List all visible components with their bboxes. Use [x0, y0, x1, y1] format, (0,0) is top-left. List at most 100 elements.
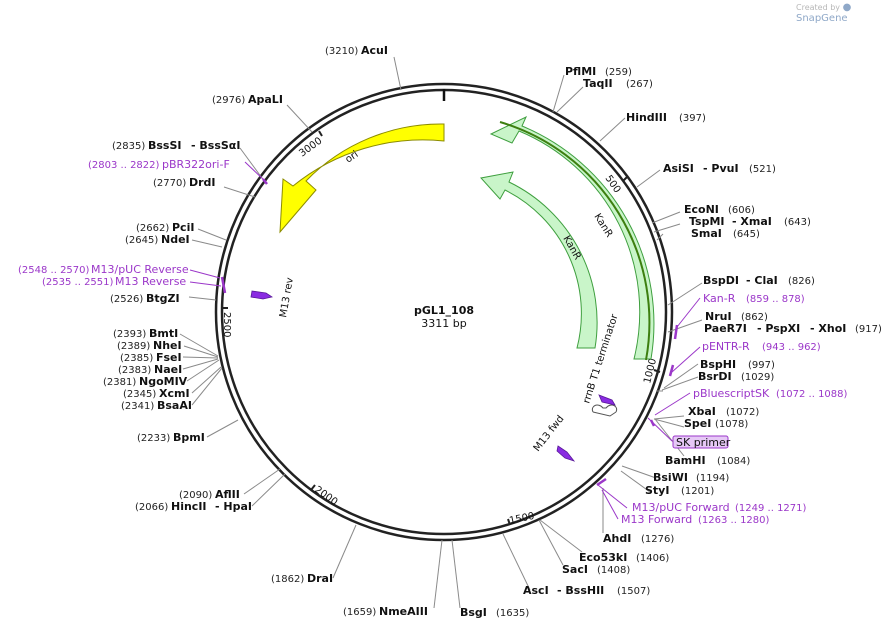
- leader-lines: [179, 56, 703, 609]
- primer-pbluescript-name: pBluescriptSK: [693, 387, 770, 400]
- feature-m13-fwd[interactable]: [556, 445, 576, 462]
- site-bamhi-pos: (1084): [717, 456, 750, 467]
- site-eco53ki-name: Eco53kI: [579, 551, 627, 564]
- site-bsrdi-pos: (1029): [741, 372, 774, 383]
- site-spei-pos: (1078): [715, 419, 748, 430]
- primer-m13-rev-name: M13 Reverse: [115, 275, 186, 288]
- snapgene-logo-icon: ●: [842, 2, 852, 13]
- site-asisi-alt: - PvuI: [703, 162, 739, 175]
- site-aflii-pos: (2090): [179, 490, 212, 501]
- feature-ori[interactable]: [279, 123, 445, 234]
- primer-m13puc-rev-name: M13/pUC Reverse: [91, 263, 189, 276]
- primer-pbr322-name: pBR322ori-F: [162, 158, 230, 171]
- site-btgzi-name: BtgZI: [146, 292, 180, 305]
- site-drai-name: DraI: [307, 572, 333, 585]
- site-bmti-name: BmtI: [149, 327, 178, 340]
- tick-mark: [507, 518, 511, 526]
- site-bsphi-pos: (997): [748, 360, 775, 371]
- feature-kanr-inner[interactable]: [480, 171, 598, 349]
- site-bsgi-name: BsgI: [460, 606, 487, 619]
- tick-label-1500: 1500: [508, 511, 535, 527]
- site-pflmi-name: PflMI: [565, 65, 596, 78]
- primer-m13puc-rev-pos: (2548 .. 2570): [18, 265, 90, 276]
- site-bamhi-name: BamHI: [665, 454, 706, 467]
- primer-pbr322-pos: (2803 .. 2822): [88, 160, 160, 171]
- feature-m13-rev[interactable]: [250, 290, 274, 300]
- site-econi-name: EcoNI: [684, 203, 719, 216]
- kanr-selection-outline: [499, 121, 651, 361]
- site-smai-name: SmaI: [691, 227, 722, 240]
- site-bpmi-pos: (2233): [137, 433, 170, 444]
- site-bsphi-name: BspHI: [700, 358, 736, 371]
- credit-text: Created by: [796, 3, 841, 12]
- site-styi-pos: (1201): [681, 486, 714, 497]
- primer-kanr-pos: (859 .. 878): [746, 294, 805, 305]
- site-acui-name: AcuI: [361, 44, 388, 57]
- site-bsrdi-name: BsrDI: [698, 370, 732, 383]
- site-aflii-name: AflII: [215, 488, 240, 501]
- site-ndei-name: NdeI: [161, 233, 190, 246]
- site-bspdi-pos: (826): [788, 276, 815, 287]
- site-nhei-name: NheI: [153, 339, 182, 352]
- site-hincii-name: HincII: [171, 500, 207, 513]
- tick-mark: [622, 176, 628, 182]
- site-paer7i-pos: (917): [855, 324, 882, 335]
- site-apali-pos: (2976): [212, 95, 245, 106]
- site-naei-name: NaeI: [154, 363, 182, 376]
- site-apali-name: ApaLI: [248, 93, 283, 106]
- tick-label-3000: 3000: [297, 136, 324, 160]
- site-spei-name: SpeI: [684, 417, 711, 430]
- site-nrui-pos: (862): [741, 312, 768, 323]
- site-asci-alt: - BssHII: [557, 584, 604, 597]
- primer-pentr-pos: (943 .. 962): [762, 342, 821, 353]
- site-hincii-alt: - HpaI: [215, 500, 252, 513]
- site-pcii-name: PciI: [172, 221, 194, 234]
- site-tspmi-name: TspMI: [689, 215, 725, 228]
- site-tspmi-pos: (643): [784, 217, 811, 228]
- site-paer7i-alt: - PspXI: [757, 322, 800, 335]
- tick-mark: [318, 130, 323, 137]
- site-paer7i-name: PaeR7I: [704, 322, 747, 335]
- site-taqii-name: TaqII: [583, 77, 613, 90]
- site-labels: (3210) AcuI (2976) ApaLI (2835) BssSI - …: [18, 44, 882, 619]
- tick-label-2500: 2500: [221, 312, 232, 337]
- site-fsei-name: FseI: [156, 351, 182, 364]
- site-xcmi-pos: (2345): [123, 389, 156, 400]
- feature-label-kanr-inner: KanR: [560, 234, 582, 262]
- sk-primer-label[interactable]: SK primer: [676, 436, 731, 449]
- primer-m13-fwd-name: M13 Forward: [621, 513, 692, 526]
- site-ahdi-name: AhdI: [603, 532, 631, 545]
- tick-label-2000: 2000: [312, 484, 339, 508]
- site-asisi-pos: (521): [749, 164, 776, 175]
- site-bsgi-pos: (1635): [496, 608, 529, 619]
- site-bsaai-name: BsaAI: [157, 399, 192, 412]
- tick-mark: [310, 484, 316, 491]
- site-bspdi-name: BspDI: [703, 274, 739, 287]
- site-bmti-pos: (2393): [113, 329, 146, 340]
- feature-rrnb-terminator[interactable]: [591, 404, 618, 417]
- feature-label-kanr-outer: KanR: [591, 212, 614, 240]
- site-asci-pos: (1507): [617, 586, 650, 597]
- primer-m13puc-fwd-name: M13/pUC Forward: [632, 501, 730, 514]
- site-nhei-pos: (2389): [117, 341, 150, 352]
- site-taqii-pos: (267): [626, 79, 653, 90]
- site-ndei-pos: (2645): [125, 235, 158, 246]
- site-nmeaiii-pos: (1659): [343, 607, 376, 618]
- site-xbai-pos: (1072): [726, 407, 759, 418]
- primer-pentr-name: pENTR-R: [702, 340, 750, 353]
- site-nmeaiii-name: NmeAIII: [379, 605, 428, 618]
- primer-kanr-name: Kan-R: [703, 292, 736, 305]
- sk-primer-badge[interactable]: [672, 435, 729, 449]
- site-tspmi-alt: - XmaI: [732, 215, 772, 228]
- site-smai-pos: (645): [733, 229, 760, 240]
- site-bsssi-pos: (2835): [112, 141, 145, 152]
- site-paer7i-alt2: - XhoI: [810, 322, 846, 335]
- site-drdi-pos: (2770): [153, 178, 186, 189]
- site-eco53ki-pos: (1406): [636, 553, 669, 564]
- site-bsiwi-name: BsiWI: [653, 471, 688, 484]
- site-bpmi-name: BpmI: [173, 431, 205, 444]
- primer-m13-rev-pos: (2535 .. 2551): [42, 277, 114, 288]
- feature-primer-arrow-rrnb[interactable]: [598, 394, 616, 406]
- site-fsei-pos: (2385): [120, 353, 153, 364]
